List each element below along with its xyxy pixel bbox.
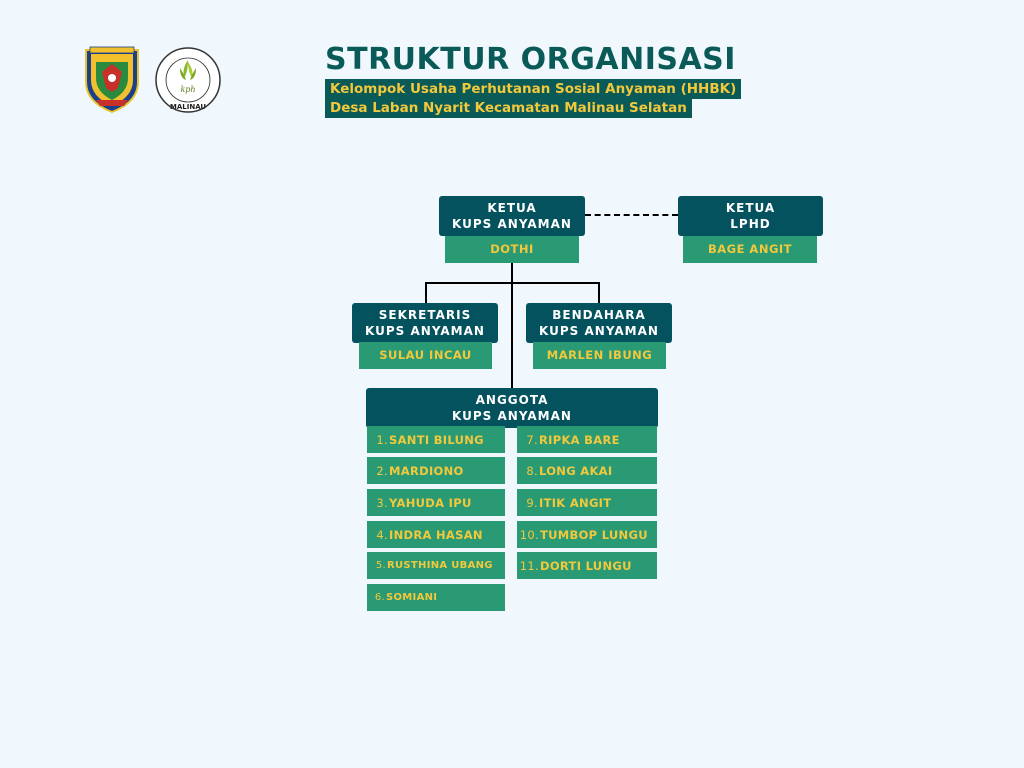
ketua-lphd-role-line1: KETUA — [725, 201, 776, 215]
member-number: 11. — [519, 558, 539, 573]
member-number: 2. — [376, 463, 388, 478]
member-item: 6.SOMIANI — [367, 584, 505, 611]
member-item: 11.DORTI LUNGU — [517, 552, 657, 579]
member-name: YAHUDA IPU — [389, 495, 472, 510]
member-number: 9. — [526, 495, 538, 510]
bendahara-name: MARLEN IBUNG — [533, 342, 666, 369]
member-number: 5. — [375, 560, 386, 571]
member-number: 6. — [374, 592, 385, 603]
ketua-lphd-name: BAGE ANGIT — [683, 236, 817, 263]
connector-to-sekretaris — [425, 282, 427, 303]
member-number: 8. — [526, 463, 538, 478]
subtitle-line-1: Kelompok Usaha Perhutanan Sosial Anyaman… — [325, 79, 742, 99]
member-name: DORTI LUNGU — [540, 558, 632, 573]
ketua-kups-name: DOTHI — [445, 236, 579, 263]
member-item: 3.YAHUDA IPU — [367, 489, 505, 516]
sekretaris-role-box: SEKRETARIS KUPS ANYAMAN — [352, 303, 498, 343]
member-name: SOMIANI — [386, 592, 438, 603]
member-name: INDRA HASAN — [389, 527, 483, 542]
anggota-role-line1: ANGGOTA — [475, 393, 549, 407]
member-name: SANTI BILUNG — [389, 432, 484, 447]
bendahara-role-line2: KUPS ANYAMAN — [539, 324, 659, 338]
member-item: 5.RUSTHINA UBANG — [367, 552, 505, 579]
member-item: 1.SANTI BILUNG — [367, 426, 505, 453]
ketua-kups-role-line1: KETUA — [487, 201, 537, 215]
kph-malinau-emblem-icon: kph MALINAU — [155, 47, 221, 113]
member-item: 2.MARDIONO — [367, 457, 505, 484]
ketua-lphd-role-line2: LPHD — [730, 217, 771, 231]
member-number: 7. — [526, 432, 538, 447]
sekretaris-name: SULAU INCAU — [359, 342, 492, 369]
regency-shield-emblem-icon — [85, 46, 139, 114]
svg-text:MALINAU: MALINAU — [170, 103, 207, 111]
ketua-lphd-role-box: KETUA LPHD — [678, 196, 823, 236]
member-name: TUMBOP LUNGU — [540, 527, 648, 542]
member-name: MARDIONO — [389, 463, 464, 478]
anggota-role-box: ANGGOTA KUPS ANYAMAN — [366, 388, 658, 428]
sekretaris-role-line1: SEKRETARIS — [378, 308, 472, 322]
page-title: STRUKTUR ORGANISASI — [325, 42, 736, 77]
member-name: LONG AKAI — [539, 463, 613, 478]
member-item: 9.ITIK ANGIT — [517, 489, 657, 516]
connector-ketua-to-anggota — [511, 262, 513, 389]
member-name: ITIK ANGIT — [539, 495, 612, 510]
anggota-role-line2: KUPS ANYAMAN — [452, 409, 572, 423]
member-name: RIPKA BARE — [539, 432, 620, 447]
connector-dashed-ketua-lphd — [585, 214, 678, 216]
member-number: 1. — [376, 432, 388, 447]
ketua-kups-role-box: KETUA KUPS ANYAMAN — [439, 196, 585, 236]
svg-text:kph: kph — [180, 85, 195, 94]
bendahara-role-line1: BENDAHARA — [552, 308, 646, 322]
connector-horizontal-branch — [425, 282, 600, 284]
member-name: RUSTHINA UBANG — [387, 560, 493, 571]
bendahara-role-box: BENDAHARA KUPS ANYAMAN — [526, 303, 672, 343]
member-item: 4.INDRA HASAN — [367, 521, 505, 548]
member-item: 10.TUMBOP LUNGU — [517, 521, 657, 548]
ketua-kups-role-line2: KUPS ANYAMAN — [452, 217, 572, 231]
member-item: 7.RIPKA BARE — [517, 426, 657, 453]
sekretaris-role-line2: KUPS ANYAMAN — [365, 324, 485, 338]
connector-to-bendahara — [598, 282, 600, 303]
member-number: 4. — [376, 527, 388, 542]
subtitle-line-2: Desa Laban Nyarit Kecamatan Malinau Sela… — [325, 98, 692, 118]
member-item: 8.LONG AKAI — [517, 457, 657, 484]
member-number: 10. — [519, 527, 539, 542]
member-number: 3. — [376, 495, 388, 510]
